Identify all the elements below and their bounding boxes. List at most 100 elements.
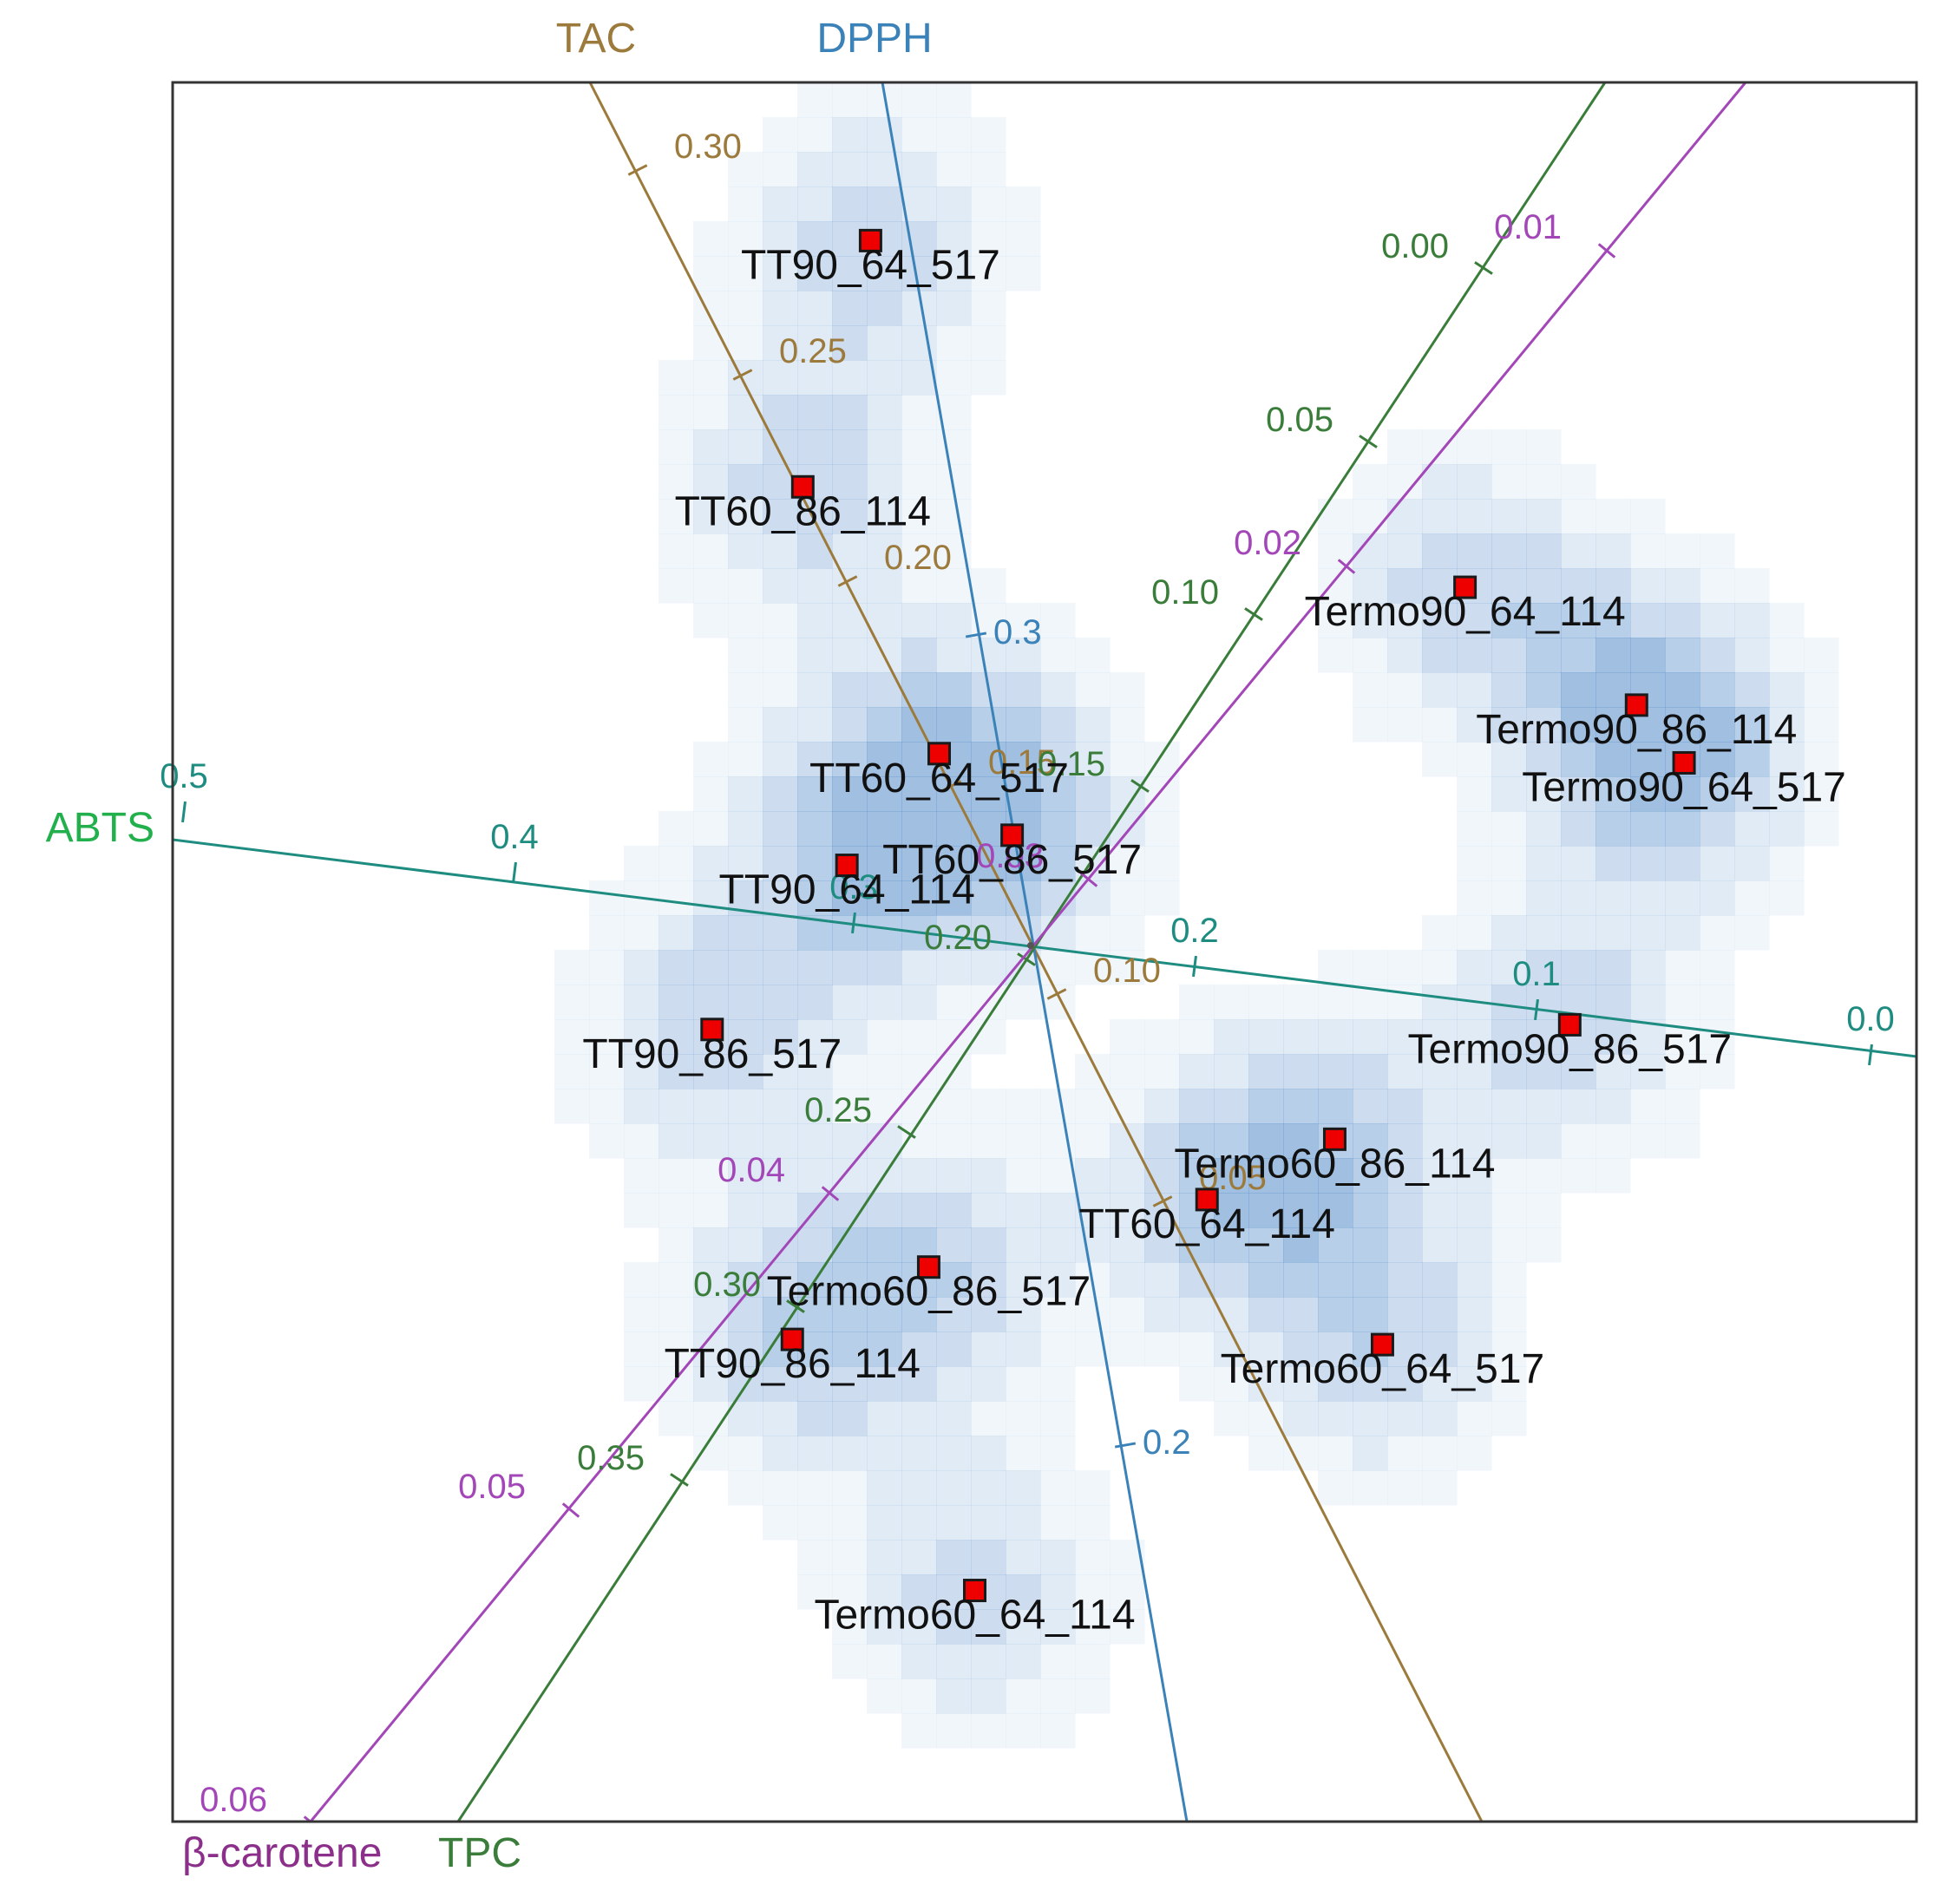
density-cell bbox=[1630, 568, 1666, 604]
density-cell bbox=[832, 82, 868, 118]
density-cell bbox=[901, 1678, 937, 1714]
density-cell bbox=[1318, 603, 1353, 638]
density-cell bbox=[728, 1089, 763, 1124]
density-cell bbox=[1318, 1470, 1353, 1506]
density-cell bbox=[763, 360, 798, 396]
density-cell bbox=[1040, 1262, 1076, 1298]
density-cell bbox=[832, 880, 868, 916]
density-cell bbox=[901, 1366, 937, 1402]
density-cell bbox=[971, 568, 1006, 604]
density-cell bbox=[1006, 1366, 1041, 1402]
density-cell bbox=[1214, 1089, 1249, 1124]
density-cell bbox=[1422, 1436, 1458, 1471]
density-cell bbox=[1214, 1401, 1249, 1436]
density-cell bbox=[797, 1227, 833, 1263]
density-cell bbox=[1457, 429, 1492, 465]
density-cell bbox=[971, 325, 1006, 361]
density-cell bbox=[1595, 1054, 1631, 1089]
points-layer bbox=[700, 228, 1696, 1603]
density-cell bbox=[1665, 603, 1700, 638]
density-cell bbox=[1110, 1054, 1145, 1089]
density-cell bbox=[1422, 707, 1458, 743]
density-cell bbox=[1665, 776, 1700, 812]
density-cell bbox=[1422, 1470, 1458, 1506]
density-cell bbox=[832, 499, 868, 534]
density-cell bbox=[1457, 880, 1492, 916]
density-cell bbox=[1318, 1158, 1353, 1194]
density-cell bbox=[936, 325, 972, 361]
density-cell bbox=[728, 915, 763, 951]
density-cell bbox=[797, 360, 833, 396]
density-cell bbox=[901, 499, 937, 534]
density-cell bbox=[1040, 1158, 1076, 1194]
density-cell bbox=[1700, 1054, 1735, 1089]
density-cell bbox=[971, 1331, 1006, 1367]
carotene-tick-mark bbox=[303, 1816, 312, 1822]
tpc-tick-mark bbox=[670, 1473, 689, 1487]
density-cell bbox=[1144, 1227, 1180, 1263]
density-cell bbox=[1110, 915, 1145, 951]
density-cell bbox=[971, 152, 1006, 187]
density-cell bbox=[1769, 638, 1805, 673]
density-cell bbox=[589, 950, 625, 985]
density-cell bbox=[901, 1713, 937, 1749]
density-cell bbox=[1561, 568, 1596, 604]
density-cell bbox=[1422, 603, 1458, 638]
density-cell bbox=[867, 880, 902, 916]
density-cell bbox=[1283, 1366, 1319, 1402]
sample-point bbox=[780, 1327, 804, 1351]
density-cell bbox=[1387, 499, 1423, 534]
density-cell bbox=[1491, 1401, 1527, 1436]
density-cell bbox=[693, 429, 729, 465]
density-cell bbox=[1387, 985, 1423, 1020]
density-cell bbox=[1491, 811, 1527, 847]
density-cell bbox=[901, 1331, 937, 1367]
density-cell bbox=[693, 1123, 729, 1159]
density-cell bbox=[867, 360, 902, 396]
density-cell bbox=[1526, 429, 1562, 465]
density-cell bbox=[1561, 880, 1596, 916]
density-cell bbox=[693, 811, 729, 847]
density-cell bbox=[1700, 568, 1735, 604]
density-cell bbox=[1283, 1054, 1319, 1089]
density-cell bbox=[1006, 603, 1041, 638]
density-cell bbox=[797, 1574, 833, 1610]
density-cell bbox=[1457, 533, 1492, 569]
density-cell bbox=[971, 1089, 1006, 1124]
density-cell bbox=[1422, 1123, 1458, 1159]
plot-frame bbox=[171, 81, 1918, 1823]
density-cell bbox=[1595, 811, 1631, 847]
density-cell bbox=[1353, 603, 1388, 638]
density-cell bbox=[1040, 776, 1076, 812]
density-cell bbox=[693, 603, 729, 638]
density-cell bbox=[1804, 707, 1839, 743]
density-cell bbox=[1283, 1331, 1319, 1367]
density-cell bbox=[1283, 1227, 1319, 1263]
density-cell bbox=[1595, 672, 1631, 708]
density-cell bbox=[1526, 533, 1562, 569]
sample-label: Termo90_64_517 bbox=[1522, 764, 1846, 810]
density-cell bbox=[1700, 1019, 1735, 1055]
density-cell bbox=[1387, 1193, 1423, 1228]
density-cell bbox=[867, 464, 902, 500]
density-cell bbox=[867, 1540, 902, 1575]
density-cell bbox=[1561, 672, 1596, 708]
density-cell bbox=[763, 1019, 798, 1055]
density-cell bbox=[1630, 776, 1666, 812]
density-cell bbox=[1595, 568, 1631, 604]
density-cell bbox=[1595, 638, 1631, 673]
density-cell bbox=[1006, 846, 1041, 881]
density-cell bbox=[1075, 672, 1111, 708]
density-cell bbox=[763, 1436, 798, 1471]
density-cell bbox=[1006, 1401, 1041, 1436]
density-cell bbox=[1561, 950, 1596, 985]
density-cell bbox=[797, 221, 833, 257]
density-cell bbox=[1387, 429, 1423, 465]
density-cell bbox=[1491, 742, 1527, 777]
density-cell bbox=[728, 776, 763, 812]
density-cell bbox=[832, 186, 868, 222]
density-cell bbox=[832, 1644, 868, 1679]
abts-axis-line bbox=[173, 838, 1917, 1058]
carotene-tick-mark bbox=[561, 1502, 580, 1518]
density-cell bbox=[1630, 1054, 1666, 1089]
